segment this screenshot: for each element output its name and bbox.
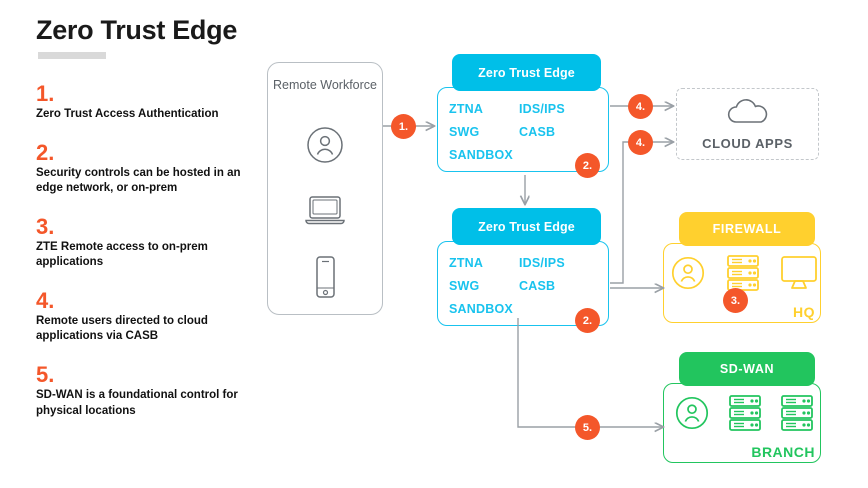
badge-zte-node-1: 2. [575, 153, 600, 178]
legend-number: 2. [36, 139, 55, 165]
legend-item-4: 4. Remote users directed to cloud applic… [36, 289, 251, 345]
zte-term-idsips: IDS/IPS [519, 256, 565, 270]
laptop-icon [268, 193, 382, 227]
firewall-header: FIREWALL [679, 212, 815, 246]
remote-workforce-panel: Remote Workforce [267, 62, 383, 315]
zte-term-ztna: ZTNA [449, 102, 484, 116]
sdwan-branch-card[interactable]: SD-WAN [663, 352, 825, 464]
sdwan-header: SD-WAN [679, 352, 815, 386]
legend-description: Zero Trust Access Authentication [36, 108, 219, 121]
legend-description: Security controls can be hosted in an ed… [36, 166, 241, 195]
server-rack-icon [779, 394, 815, 437]
legend-item-5: 5. SD-WAN is a foundational control for … [36, 363, 251, 419]
legend-item-3: 3. ZTE Remote access to on-prem applicat… [36, 215, 251, 271]
zte-node-1-terms: ZTNA IDS/IPS SWG CASB SANDBOX [449, 100, 609, 164]
zte-term-sandbox: SANDBOX [449, 147, 513, 162]
remote-workforce-title: Remote Workforce [273, 78, 377, 92]
user-circle-icon [268, 125, 382, 165]
zte-term-ztna: ZTNA [449, 256, 484, 270]
legend-number: 4. [36, 287, 55, 313]
firewall-hq-card[interactable]: FIREWALL [663, 212, 825, 324]
legend-description: SD-WAN is a foundational control for phy… [36, 389, 238, 417]
server-rack-icon [727, 394, 763, 437]
smartphone-icon [268, 255, 382, 299]
legend-item-2: 2. Security controls can be hosted in an… [36, 141, 251, 197]
page-title: Zero Trust Edge [36, 15, 238, 45]
firewall-site-label: HQ [793, 304, 815, 320]
zte-term-sandbox: SANDBOX [449, 301, 513, 316]
badge-flow-4-upper: 4. [628, 94, 653, 119]
badge-flow-4-lower: 4. [628, 130, 653, 155]
legend-description: ZTE Remote access to on-prem application… [36, 240, 208, 269]
sdwan-icons [663, 394, 825, 437]
badge-flow-1: 1. [391, 114, 416, 139]
zte-term-swg: SWG [449, 124, 480, 139]
zte-term-casb: CASB [519, 278, 556, 293]
zte-term-casb: CASB [519, 124, 556, 139]
zte-term-swg: SWG [449, 278, 480, 293]
legend-description: Remote users directed to cloud applicati… [36, 314, 208, 343]
badge-firewall: 3. [723, 288, 748, 313]
monitor-icon [779, 255, 819, 296]
user-circle-icon [669, 254, 707, 297]
legend-item-1: 1. Zero Trust Access Authentication [36, 82, 251, 123]
legend-number: 5. [36, 361, 55, 387]
legend-list: 1. Zero Trust Access Authentication 2. S… [36, 82, 251, 437]
cloud-icon [723, 97, 773, 132]
cloud-apps-label: CLOUD APPS [702, 136, 793, 151]
cloud-apps-card[interactable]: CLOUD APPS [676, 88, 819, 160]
sdwan-site-label: BRANCH [751, 444, 815, 460]
legend-number: 3. [36, 213, 55, 239]
title-underline-rule [38, 52, 106, 59]
zte-term-idsips: IDS/IPS [519, 102, 565, 116]
user-circle-icon [673, 394, 711, 437]
zte-node-1-header: Zero Trust Edge [452, 54, 601, 91]
zte-node-2-header: Zero Trust Edge [452, 208, 601, 245]
firewall-icons [663, 254, 825, 297]
remote-workforce-icons [268, 125, 382, 327]
legend-number: 1. [36, 81, 55, 106]
zte-node-2-terms: ZTNA IDS/IPS SWG CASB SANDBOX [449, 254, 609, 318]
badge-zte-node-2: 2. [575, 308, 600, 333]
badge-flow-5: 5. [575, 415, 600, 440]
